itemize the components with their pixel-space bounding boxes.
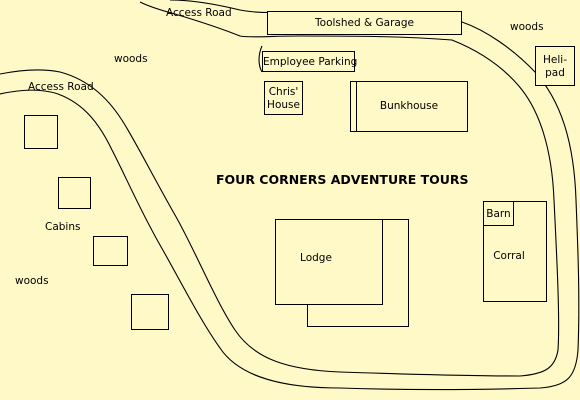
parking-spur [258, 45, 263, 73]
woods-top-right-label: woods [510, 21, 544, 33]
bunkhouse: Bunkhouse [350, 81, 468, 132]
barn: Barn [483, 201, 514, 226]
access-road-top-label: Access Road [166, 7, 232, 19]
bunkhouse-inner-wall [356, 82, 357, 131]
lodge: Lodge [275, 219, 383, 305]
employee-parking: Employee Parking [262, 51, 358, 72]
map-title: FOUR CORNERS ADVENTURE TOURS [216, 172, 469, 187]
cabin-2 [58, 177, 91, 209]
corral-label: Corral [493, 250, 525, 262]
heli-pad-label-line2: pad [545, 67, 565, 79]
toolshed-garage-label: Toolshed & Garage [315, 17, 414, 29]
heli-pad-label-line1: Heli- [543, 54, 567, 66]
chris-house: Chris' House [264, 81, 303, 115]
lodge-label: Lodge [300, 252, 332, 264]
chris-house-label-line1: Chris' [268, 86, 299, 98]
woods-bottom-left-label: woods [15, 275, 49, 287]
cabin-3 [93, 236, 128, 266]
cabins-label: Cabins [45, 221, 81, 233]
road-outer-edge [0, 1, 560, 377]
chris-house-label-line2: House [267, 99, 300, 111]
woods-top-left-label: woods [114, 53, 148, 65]
barn-label: Barn [486, 208, 511, 220]
bunkhouse-label: Bunkhouse [379, 100, 439, 112]
cabin-4 [131, 294, 169, 330]
cabin-1 [24, 115, 58, 149]
heli-pad: Heli- pad [535, 46, 575, 86]
employee-parking-label: Employee Parking [263, 56, 358, 68]
toolshed-garage: Toolshed & Garage [267, 11, 462, 35]
access-road-left-label: Access Road [28, 81, 94, 93]
